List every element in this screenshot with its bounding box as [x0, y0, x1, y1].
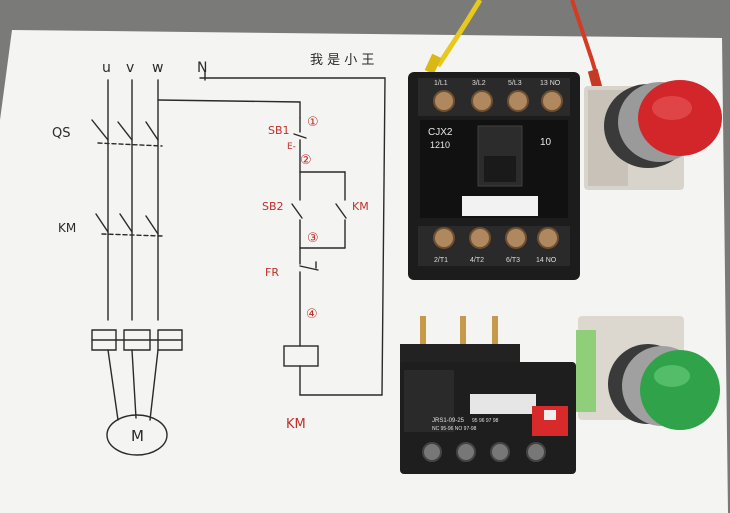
terminal-screw: [433, 227, 455, 249]
terminal-label: 2/T1: [434, 257, 448, 264]
terminal-screw: [469, 227, 491, 249]
terminal-screw: [537, 227, 559, 249]
motor-label: M: [131, 427, 144, 445]
terminal-label: 6/T3: [506, 257, 520, 264]
terminal-screw: [507, 90, 529, 112]
terminal-label: 14 NO: [536, 257, 557, 264]
contactor-top-terminals: [433, 90, 563, 112]
terminal-screw: [422, 442, 442, 462]
contactor-aux: 10: [540, 137, 552, 148]
red-wire-ferrule: [587, 69, 603, 89]
terminal-screw: [541, 90, 563, 112]
node-marker-4: ④: [306, 307, 318, 322]
contactor-model: CJX2: [428, 127, 453, 138]
red-wire: [570, 0, 600, 81]
relay-model: JRS1-09-25: [432, 418, 465, 424]
terminal-label: 1/L1: [434, 80, 448, 87]
control-circuit-labels: SB1 E- SB2 KM FR KM ① ② ③ ④: [262, 115, 369, 432]
main-circuit-labels: u v w N QS KM M 我 是 小 王: [52, 53, 374, 445]
terminal-label: 4/T2: [470, 257, 484, 264]
yellow-wire: [435, 0, 483, 68]
terminal-label: 5/L3: [508, 80, 522, 87]
title-scribble: 我 是 小 王: [310, 53, 374, 68]
sb1-sub-label: E-: [287, 142, 296, 152]
yellow-wire-ferrule: [424, 53, 442, 75]
phase-label-u: u: [102, 60, 111, 76]
terminal-label: 3/L2: [472, 80, 486, 87]
sb1-label: SB1: [268, 124, 290, 137]
coil-label: KM: [286, 417, 306, 432]
node-marker-2: ②: [300, 153, 312, 168]
contactor: 1/L1 3/L2 5/L3 13 NO CJX2 1210 10 2/T1 4…: [408, 72, 580, 280]
terminal-screw: [505, 227, 527, 249]
relay-pin: [460, 316, 466, 352]
qs-label: QS: [52, 126, 70, 141]
overload-relay: JRS1-09-25 95 96 97 98 NC 95-96 NO 97-98: [400, 316, 576, 474]
terminal-screw: [490, 442, 510, 462]
sb2-label: SB2: [262, 200, 284, 213]
terminal-screw: [433, 90, 455, 112]
start-button[interactable]: [576, 316, 720, 430]
fr-label: FR: [265, 266, 279, 279]
km-contact-label: KM: [352, 200, 369, 213]
phase-label-n: N: [197, 60, 207, 76]
relay-pin: [492, 316, 498, 352]
contactor-label-window: [462, 196, 538, 216]
relay-contacts-line2: NC 95-96 NO 97-98: [432, 426, 477, 432]
contactor-rating: 1210: [430, 140, 450, 150]
phase-label-v: v: [126, 60, 134, 76]
terminal-screw: [526, 442, 546, 462]
terminal-screw: [456, 442, 476, 462]
relay-pin: [420, 316, 426, 352]
terminal-screw: [471, 90, 493, 112]
control-circuit-sketch: [283, 117, 383, 396]
km-main-label: KM: [58, 221, 76, 235]
contactor-bottom-terminals: [433, 227, 559, 249]
start-button-cap[interactable]: [640, 350, 720, 430]
phase-label-w: w: [152, 60, 163, 76]
terminal-label: 13 NO: [540, 80, 561, 87]
node-marker-3: ③: [307, 231, 319, 246]
node-marker-1: ①: [307, 115, 319, 130]
stop-button[interactable]: [584, 80, 722, 190]
relay-contacts-line1: 95 96 97 98: [472, 418, 499, 424]
main-circuit-sketch: [91, 71, 386, 456]
